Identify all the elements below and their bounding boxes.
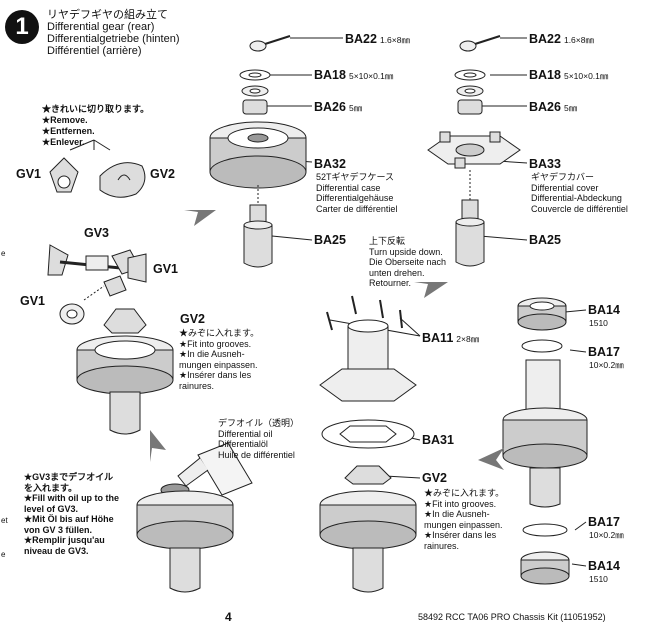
step-title-en: Differential gear (rear) xyxy=(47,21,155,33)
ba14-size-top: 1510 xyxy=(589,318,608,328)
gv1-label-right: GV1 xyxy=(153,262,179,276)
gv2-label-bottom: GV2 xyxy=(422,471,448,485)
margin-mark-3: e xyxy=(1,550,6,559)
ba17-size-bottom: 10×0.2㎜ xyxy=(589,530,624,540)
ba14-label-bottom: BA14 xyxy=(588,559,620,573)
grooves-note-right: ★みぞに入れます。 ★Fit into grooves. ★In die Aus… xyxy=(424,488,505,551)
arrow-down-right xyxy=(150,430,166,462)
ba25-label-right: BA25 xyxy=(529,233,561,247)
ba17-size-top: 10×0.2㎜ xyxy=(589,360,624,370)
ba14-size-bottom: 1510 xyxy=(589,574,608,584)
step-number-badge: 1 xyxy=(5,10,39,44)
ba33-description: ギヤデフカバー Differential cover Differential-… xyxy=(531,172,628,214)
ba17-label-top: BA17 xyxy=(588,345,620,359)
step-title-de: Differentialgetriebe (hinten) xyxy=(47,33,180,45)
step-title: リヤデフギヤの組み立て Differential gear (rear) Dif… xyxy=(47,9,179,57)
arrow-right xyxy=(478,448,504,470)
ba25-label-left: BA25 xyxy=(314,233,346,247)
margin-mark-2: et xyxy=(1,516,8,525)
grooves-note-left: ★みぞに入れます。 ★Fit into grooves. ★In die Aus… xyxy=(179,328,260,391)
ba33-label: BA33 xyxy=(529,157,561,171)
kit-footer: 58492 RCC TA06 PRO Chassis Kit (11051952… xyxy=(418,612,606,622)
fill-note: ★GV3までデフオイル を入れます。 ★Fill with oil up to … xyxy=(24,472,120,556)
ba14-label-top: BA14 xyxy=(588,303,620,317)
gv1-label-left: GV1 xyxy=(20,294,46,308)
step-title-jp: リヤデフギヤの組み立て xyxy=(47,9,168,21)
oil-note: デフオイル（透明） Differential oil Differentialö… xyxy=(218,418,300,460)
ba32-label: BA32 xyxy=(314,157,346,171)
arrow-down-left xyxy=(184,210,216,226)
margin-mark-1: e xyxy=(1,249,6,258)
gv3-label: GV3 xyxy=(84,226,110,240)
page-number: 4 xyxy=(225,610,232,624)
ba32-description: 52Tギヤデフケース Differential case Differentia… xyxy=(316,172,398,214)
gv2-label-top: GV2 xyxy=(150,167,176,181)
remove-note: ★きれいに切り取ります。 ★Remove. ★Entfernen. ★Enlev… xyxy=(42,104,150,147)
upside-down-note: 上下反転 Turn upside down. Die Oberseite nac… xyxy=(369,236,447,288)
arrow-down-left-2 xyxy=(414,282,448,298)
ba17-label-bottom: BA17 xyxy=(588,515,620,529)
gv2-label-mid: GV2 xyxy=(180,312,206,326)
ba31-label: BA31 xyxy=(422,433,454,447)
step-title-fr: Différentiel (arrière) xyxy=(47,45,142,57)
gv1-label-top: GV1 xyxy=(16,167,42,181)
